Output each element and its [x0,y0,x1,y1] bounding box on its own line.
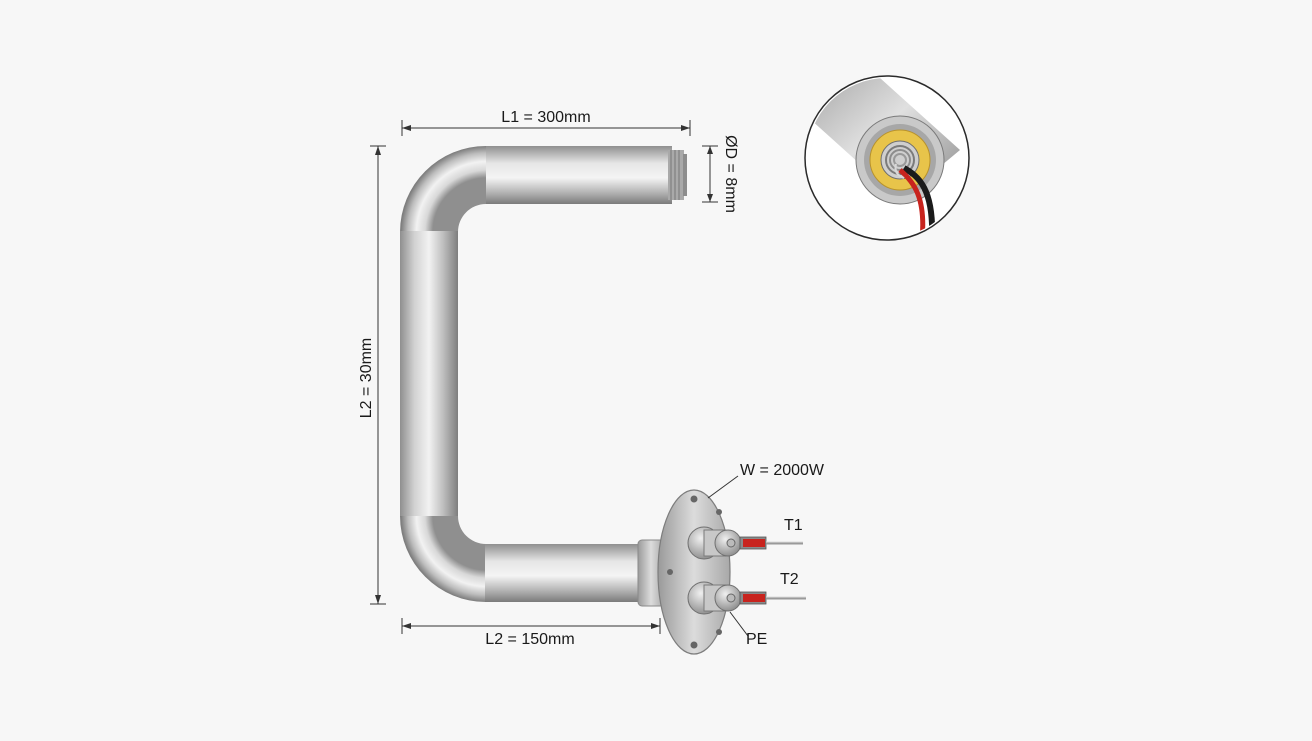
label-length-top: L1 = 300mm [501,109,590,126]
terminal-1-bushing [687,526,803,560]
flange-assembly [637,489,806,655]
wattage-leader [707,475,739,499]
dimension-diameter [702,145,718,203]
threaded-end [668,150,687,200]
dimension-vertical [370,145,386,605]
heating-tube [400,146,687,602]
dimension-bottom [401,618,661,634]
bolt-hole [716,629,722,635]
label-length-vertical: L2 = 30mm [358,338,375,418]
label-length-bottom: L2 = 150mm [485,631,574,648]
tube-vertical-segment [400,231,458,517]
bolt-hole [690,641,698,649]
bolt-hole [667,569,673,575]
label-terminal-2: T2 [780,571,799,588]
ground-leader [729,611,749,637]
bolt-hole [690,495,698,503]
tube-bottom-bend [400,516,486,602]
terminal-2-bushing [687,581,806,615]
tube-top-segment [486,146,672,204]
label-diameter: ØD = 8mm [722,135,739,213]
tube-bottom-segment [485,544,645,602]
cross-section-detail [804,75,970,241]
label-wattage: W = 2000W [740,462,825,479]
dimension-top [401,120,691,136]
tube-top-bend [400,146,486,232]
label-ground: PE [746,631,767,648]
label-terminal-1: T1 [784,517,803,534]
bolt-hole [716,509,722,515]
